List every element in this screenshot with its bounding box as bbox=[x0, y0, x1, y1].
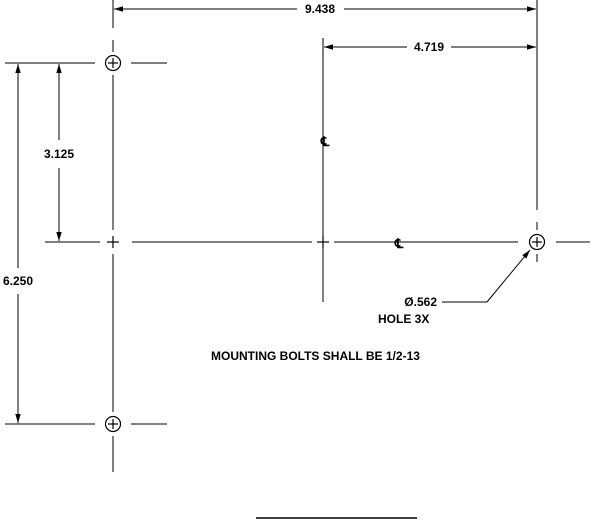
mounting-hole-top bbox=[104, 54, 122, 72]
hole-callout-leader bbox=[442, 249, 531, 303]
dimension-overall-height-label: 6.250 bbox=[3, 274, 33, 288]
center-mark-origin bbox=[107, 236, 119, 248]
dimension-half-height: 3.125 bbox=[44, 64, 74, 241]
dimension-overall-width-label: 9.438 bbox=[305, 2, 335, 16]
mounting-hole-bottom bbox=[104, 415, 122, 433]
hole-diameter-label: Ø.562 bbox=[404, 295, 437, 309]
centerline-symbol-vertical: ℄ bbox=[320, 134, 330, 149]
hole-centerline-ticks bbox=[131, 62, 538, 425]
mounting-note: MOUNTING BOLTS SHALL BE 1/2-13 bbox=[211, 349, 420, 363]
dimension-half-height-label: 3.125 bbox=[44, 147, 74, 161]
center-mark-middle bbox=[317, 236, 329, 248]
centerline-symbol-horizontal: ℄ bbox=[394, 236, 404, 251]
dimension-overall-height: 6.250 bbox=[3, 64, 33, 423]
hole-quantity-label: HOLE 3X bbox=[378, 312, 429, 326]
dimension-half-width-label: 4.719 bbox=[414, 40, 444, 54]
mounting-hole-right bbox=[528, 233, 546, 251]
dimension-overall-width: 9.438 bbox=[114, 2, 536, 16]
dimension-half-width: 4.719 bbox=[324, 40, 536, 54]
